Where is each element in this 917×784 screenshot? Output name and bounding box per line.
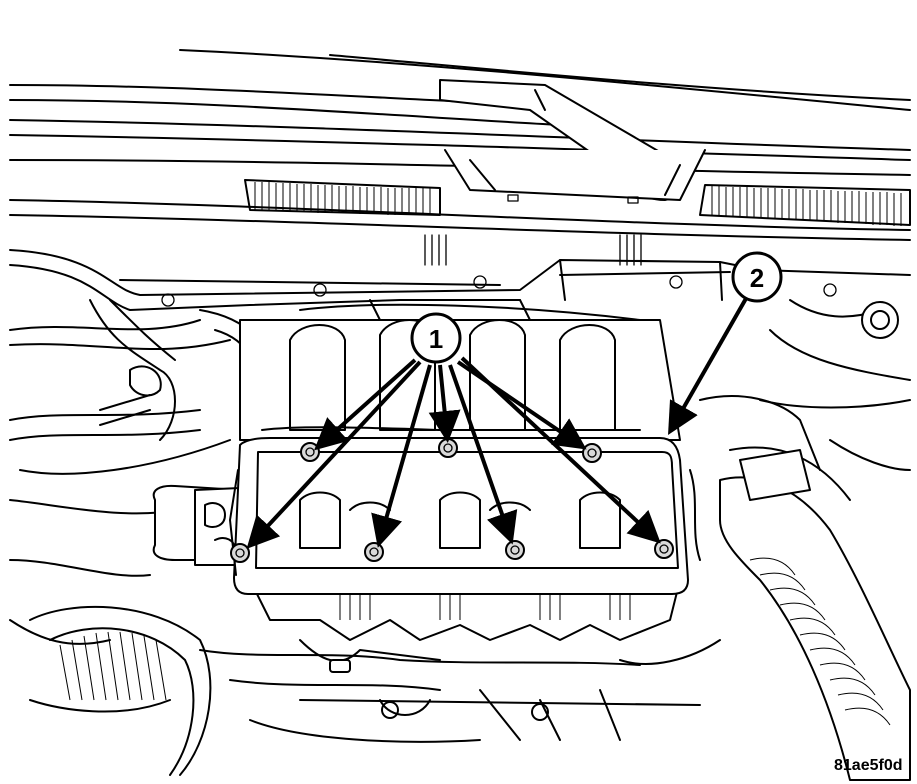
callout-1-label: 1 [429,324,443,354]
lower-manifold [199,579,721,743]
bolt-icon [300,442,320,462]
windshield-lines [9,49,911,241]
bolt-icon [364,542,384,562]
bolt-icon [438,438,458,458]
air-intake-hose [689,299,911,781]
alternator [29,605,212,776]
callout-2: 2 [731,251,783,303]
bolt-icon [505,540,525,560]
callout-2-leader [668,294,750,435]
wiper-arm [439,79,706,204]
callout-1-leaders [246,356,661,549]
bolt-icon [654,539,674,559]
callout-2-label: 2 [750,263,764,293]
cowl-vent-left [244,179,441,216]
left-engine-bay [9,299,274,645]
cowl-vent-right [699,184,911,226]
vent-marks [424,234,642,266]
engine-cover [229,426,689,595]
throttle-body [152,484,241,566]
bolt-icon [230,543,250,563]
bolt-icon [582,443,602,463]
callout-1: 1 [410,312,462,364]
intake-runners [239,299,681,441]
figure-id: 81ae5f0d [834,757,903,774]
cowl-panel [9,249,911,311]
